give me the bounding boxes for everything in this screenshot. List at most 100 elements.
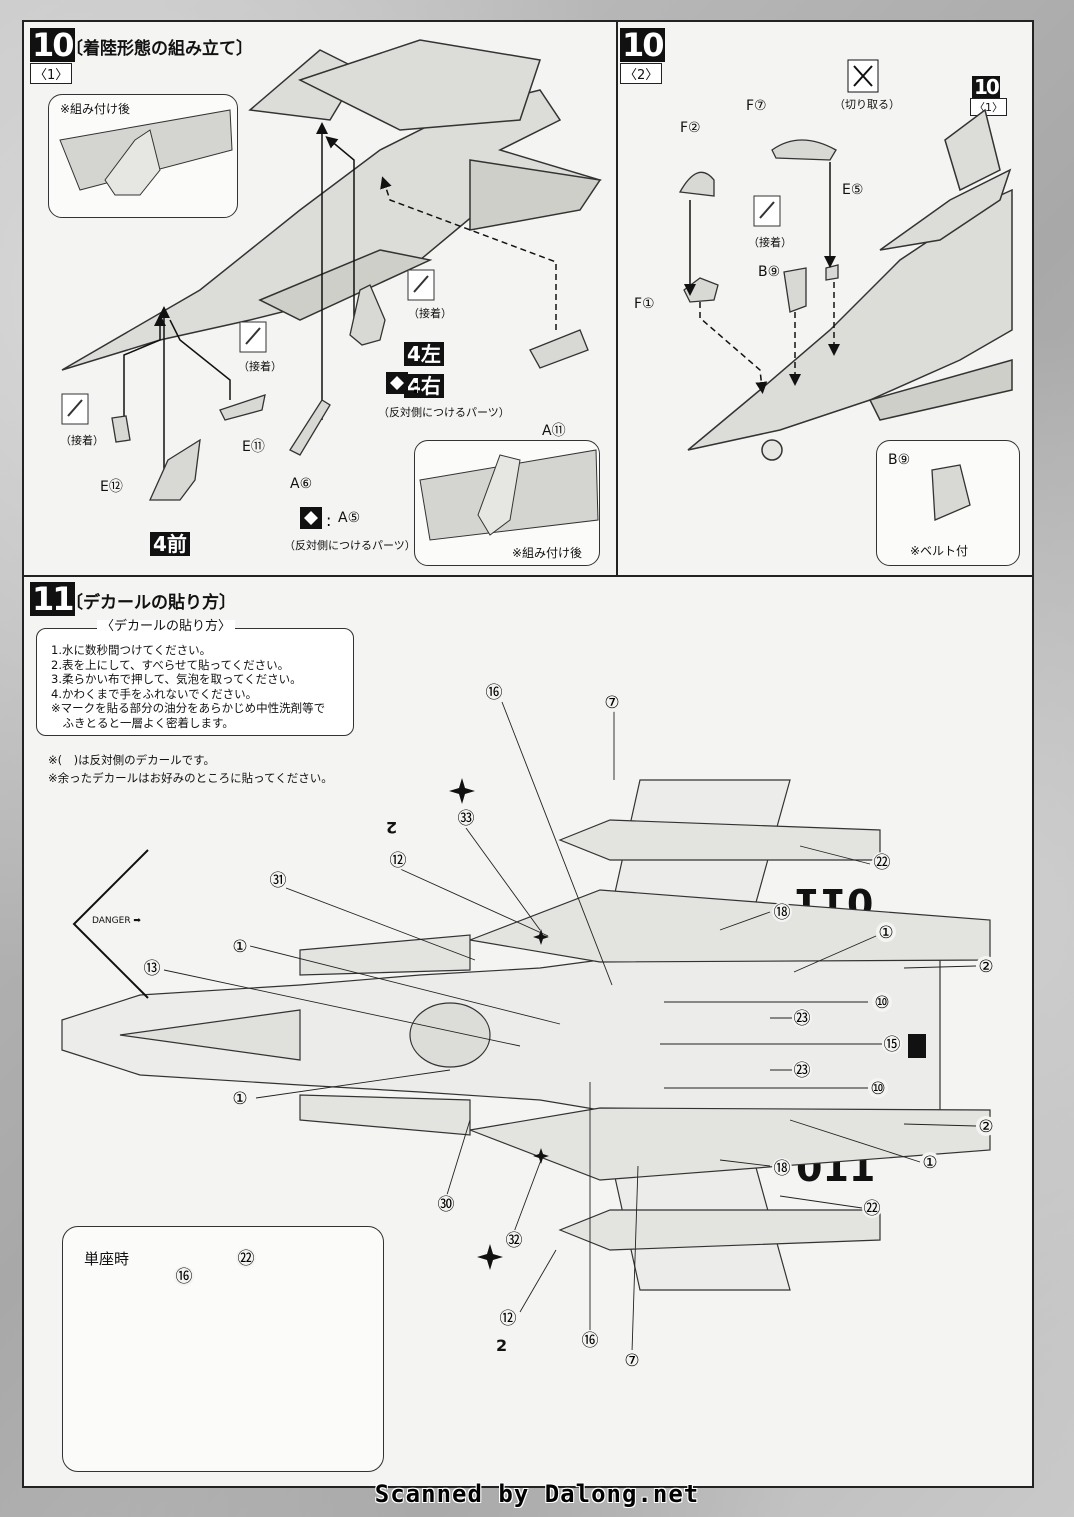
part-e5-shape — [825, 264, 839, 281]
label-4-left: 4左 — [404, 342, 444, 366]
callout-bg — [236, 1248, 256, 1268]
callout-bg — [142, 958, 162, 978]
part-a5: A⑤ — [338, 510, 361, 526]
decal-callout-number: ㉒ — [238, 1249, 255, 1269]
step-number-10b: 10 — [620, 26, 665, 64]
decal-callout-number: ㉓ — [794, 1009, 811, 1029]
opposite-parts-note-1: （反対側につけるパーツ） — [378, 406, 510, 419]
decal-callout-number: ㉛ — [270, 871, 287, 891]
decal-callout-number: ⑯ — [582, 1331, 599, 1351]
callout-bg — [456, 808, 476, 828]
decal-callout-number: ㉝ — [458, 809, 475, 829]
intake-warning-chevron — [72, 849, 149, 999]
decal-callout-number: ① — [922, 1153, 937, 1173]
inset-single-seat — [62, 1226, 384, 1472]
callout-bg — [862, 1198, 882, 1218]
callout-bg — [976, 1116, 996, 1136]
symmetry-icons — [300, 372, 408, 529]
callout-bg — [920, 1152, 940, 1172]
divider-horizontal — [24, 575, 1032, 577]
decal-2-bottom: 2 — [496, 1336, 508, 1355]
decal-callout-number: ㉜ — [506, 1231, 523, 1251]
decal-callout-number: ⑩ — [874, 993, 889, 1013]
callout-bg — [882, 1034, 902, 1054]
star-marks — [449, 778, 549, 1270]
step-number-11: 11 — [30, 580, 75, 618]
inset-1-drawing — [59, 109, 233, 196]
decal-callout-number: ② — [978, 957, 993, 977]
aircraft-side-view-10-2 — [687, 108, 1013, 461]
decal-danger: DANGER ➡ — [92, 916, 141, 926]
gear-4-front-shape — [148, 438, 201, 501]
glue-label-4: （接着） — [748, 236, 792, 249]
decal-callout-number: ① — [878, 923, 893, 943]
inset-2-drawing — [419, 449, 599, 541]
part-f1-shape — [683, 277, 719, 303]
part-f2-shape — [678, 171, 715, 197]
decal-instruction-line: 1.水に数秒間つけてください。 — [51, 643, 212, 657]
callout-bg — [504, 1230, 524, 1250]
substep-10-2: 〈2〉 — [620, 63, 663, 84]
aircraft-top-view-step11 — [61, 779, 991, 1291]
part-f7: F⑦ — [746, 98, 767, 114]
substep-10-1: 〈1〉 — [30, 63, 73, 84]
glue-label-1: （接着） — [408, 307, 452, 320]
callout-bg — [174, 1266, 194, 1286]
note-opposite-decal: ※( )は反対側のデカールです。 — [48, 753, 215, 767]
decal-callout-number: ⑯ — [176, 1267, 193, 1287]
glue-label-3: （接着） — [60, 434, 104, 447]
decal-instruction-line: ※マークを貼る部分の油分をあらかじめ中性洗剤等で — [51, 701, 326, 715]
parts-10-1 — [111, 284, 589, 501]
scissors-icon — [847, 59, 879, 93]
part-a11-shape — [529, 329, 589, 369]
cut-label: （切り取る） — [834, 98, 900, 111]
decal-callout-number: ⑱ — [774, 903, 791, 923]
decal-callout-number: ㉒ — [874, 853, 891, 873]
part-b9-shape — [783, 267, 807, 313]
label-4-right: 4右 — [404, 374, 444, 398]
decal-callout-number: ⑬ — [144, 959, 161, 979]
decal-callout-number: ⑯ — [486, 683, 503, 703]
decal-instruction-line: ふきとると一層よく密着します。 — [51, 715, 234, 730]
part-f1: F① — [634, 296, 655, 312]
decal-callout-number: ㉒ — [864, 1199, 881, 1219]
decal-instruction-line: 4.かわくまで手をふれないでください。 — [51, 686, 258, 701]
callout-bg — [792, 1008, 812, 1028]
part-e5: E⑤ — [842, 182, 864, 198]
part-e11-shape — [219, 394, 266, 421]
callout-bg — [872, 852, 892, 872]
callout-bg — [602, 692, 622, 712]
decal-callout-number: ② — [978, 1117, 993, 1137]
decal-callout-number: ⑫ — [500, 1309, 517, 1329]
part-a6-shape — [289, 399, 331, 456]
part-f2: F② — [680, 120, 701, 136]
part-f7-shape — [771, 139, 837, 161]
callout-bg — [436, 1194, 456, 1214]
part-e12: E⑫ — [100, 479, 123, 495]
svg-text::: : — [326, 511, 331, 530]
decal-callout-number: ㉚ — [438, 1195, 455, 1215]
parts-10-2 — [678, 139, 971, 521]
callout-bg — [484, 682, 504, 702]
glue-label-2: （接着） — [238, 360, 282, 373]
callout-bg — [772, 1158, 792, 1178]
part-a11: A⑪ — [542, 423, 566, 439]
callout-bg — [580, 1330, 600, 1350]
step-number-10a: 10 — [30, 26, 75, 64]
decal-callout-number: ⑱ — [774, 1159, 791, 1179]
callout-bg — [772, 902, 792, 922]
divider-vertical — [616, 22, 618, 575]
callout-bg — [876, 922, 896, 942]
scanner-credit: Scanned by Dalong.net — [374, 1480, 700, 1508]
decal-instructions-box: 〈デカールの貼り方〉 1.水に数秒間つけてください。 2.表を上にして、すべらせ… — [36, 619, 354, 736]
decal-callout-number: ⑫ — [390, 851, 407, 871]
inset-after-label-1: ※組み付け後 — [60, 102, 131, 116]
callout-bg — [498, 1308, 518, 1328]
label-4-front: 4前 — [150, 532, 190, 556]
belt-note: ※ベルト付 — [910, 544, 969, 558]
callout-bg — [230, 1088, 250, 1108]
part-e11: E⑪ — [242, 439, 265, 455]
single-seat-label: 単座時 — [84, 1250, 130, 1268]
note-leftover-decal: ※余ったデカールはお好みのところに貼ってください。 — [48, 771, 333, 785]
svg-text::: : — [412, 377, 419, 398]
